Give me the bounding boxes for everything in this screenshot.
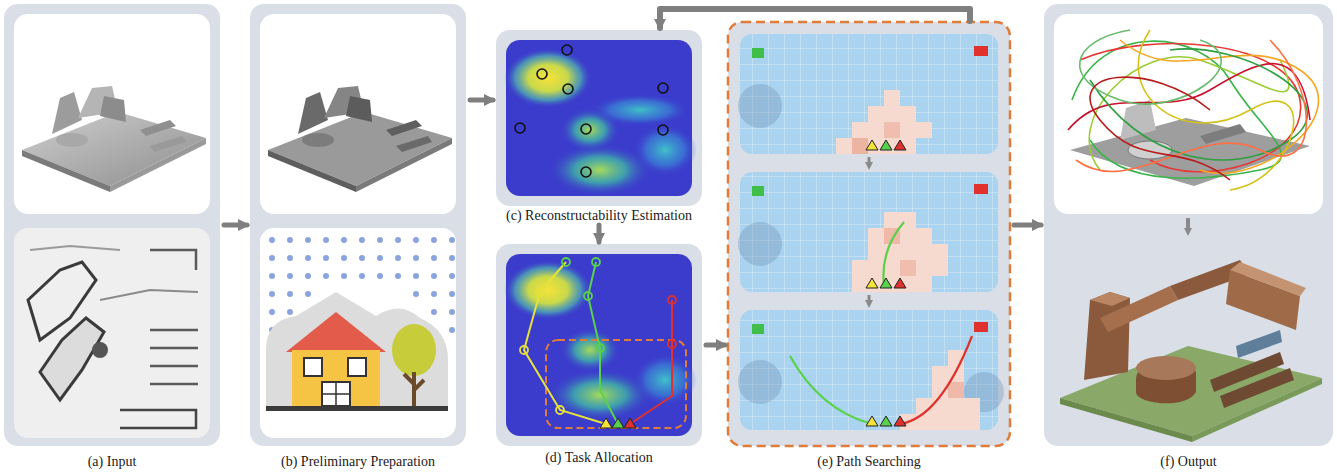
stage-caption: (e) Path Searching	[817, 454, 920, 470]
flow-arrow	[1014, 223, 1041, 228]
stage-caption: (f) Output	[1160, 454, 1216, 470]
pipeline-stage: (b) Preliminary Preparation	[250, 4, 466, 470]
pipeline-stage: (d) Task Allocation	[496, 244, 702, 466]
flow-arrow	[470, 98, 493, 103]
stage-caption: (a) Input	[88, 454, 137, 470]
pipeline-stage: (e) Path Searching	[728, 22, 1010, 470]
flow-arrow	[597, 225, 602, 242]
pipeline-stage: (a) Input	[4, 4, 220, 470]
flow-arrow	[660, 9, 970, 28]
stage-caption: (d) Task Allocation	[545, 450, 653, 466]
flow-arrow	[706, 343, 725, 348]
stage-caption: (b) Preliminary Preparation	[281, 454, 435, 470]
pipeline-stage: (f) Output	[1044, 4, 1333, 470]
flow-arrow	[224, 223, 247, 228]
pipeline-stage: (c) Reconstructability Estimation	[496, 30, 702, 224]
stage-caption: (c) Reconstructability Estimation	[506, 208, 692, 224]
